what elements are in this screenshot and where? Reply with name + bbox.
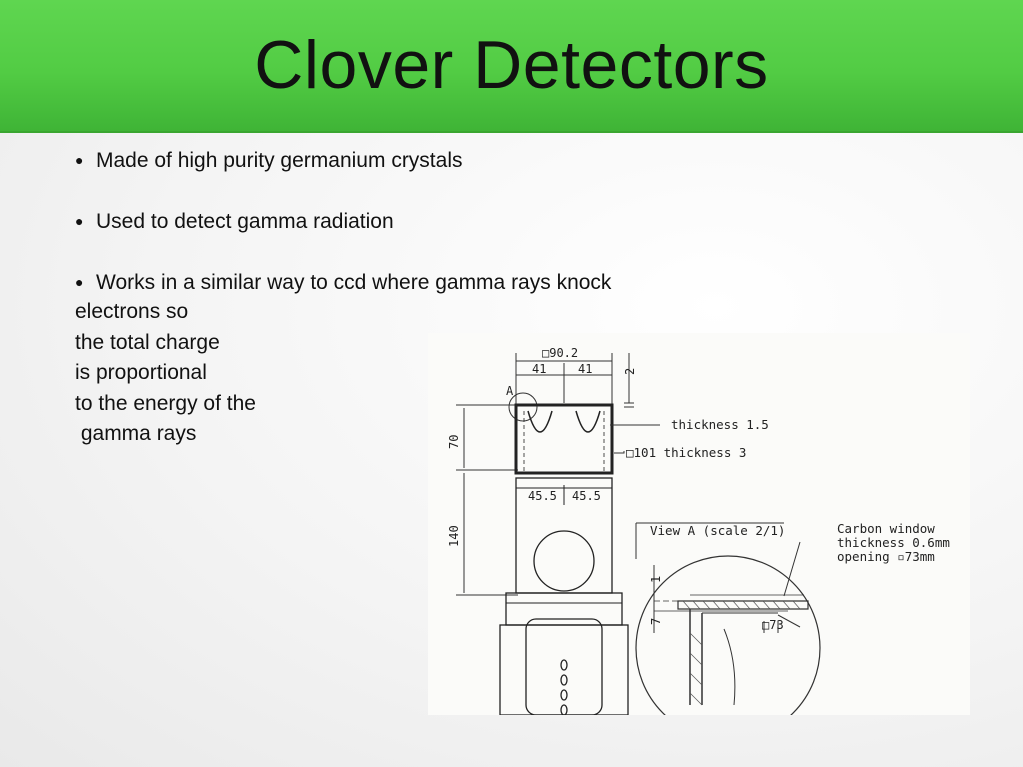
continuation-line: the total charge bbox=[75, 330, 220, 354]
bullet-item: ● Works in a similar way to ccd where ga… bbox=[75, 268, 775, 297]
title-bar: Clover Detectors bbox=[0, 0, 1023, 133]
slide-body: ● Made of high purity germanium crystals… bbox=[75, 146, 775, 450]
dim-left-half: 41 bbox=[532, 362, 546, 376]
bullet-item: ● Used to detect gamma radiation bbox=[75, 207, 775, 236]
dim-top-offset: 2 bbox=[623, 368, 637, 375]
continuation-line: is proportional bbox=[75, 361, 207, 384]
dim-lower-height: 140 bbox=[447, 525, 461, 547]
dim-detail-7: 7 bbox=[649, 618, 663, 625]
dim-detail-73: □73 bbox=[762, 618, 784, 632]
label-carbon-window: Carbon window bbox=[837, 521, 935, 536]
bullet-icon: ● bbox=[75, 274, 84, 290]
dim-bottom-left: 45.5 bbox=[528, 489, 557, 503]
continuation-line: to the energy of the bbox=[75, 391, 256, 415]
label-thickness-cap: thickness 1.5 bbox=[671, 417, 769, 432]
bullet-item: ● Made of high purity germanium crystals bbox=[75, 146, 775, 175]
bullet-icon: ● bbox=[75, 213, 84, 229]
dim-right-half: 41 bbox=[578, 362, 592, 376]
bullet-text: Made of high purity germanium crystals bbox=[96, 149, 463, 172]
label-carbon-opening: opening ▫73mm bbox=[837, 549, 935, 564]
bullet-text: Used to detect gamma radiation bbox=[96, 210, 394, 233]
continuation-line: gamma rays bbox=[75, 422, 197, 445]
bullet-text: Works in a similar way to ccd where gamm… bbox=[96, 271, 612, 294]
dim-bottom-right: 45.5 bbox=[572, 489, 601, 503]
dim-detail-1: 1 bbox=[649, 576, 663, 583]
dim-crystal-height: 70 bbox=[447, 435, 461, 449]
view-marker-label: A bbox=[506, 384, 514, 398]
bullet-icon: ● bbox=[75, 152, 84, 168]
dim-width-total: □90.2 bbox=[542, 346, 578, 360]
slide-title: Clover Detectors bbox=[254, 27, 769, 103]
detector-technical-drawing: □90.2 41 41 2 A 70 140 thickness 1.5 □10… bbox=[428, 333, 970, 715]
label-carbon-thickness: thickness 0.6mm bbox=[837, 535, 950, 550]
continuation-line: electrons so bbox=[75, 300, 189, 323]
label-view-a: View A (scale 2/1) bbox=[650, 523, 785, 538]
label-thickness-body: □101 thickness 3 bbox=[626, 445, 746, 460]
